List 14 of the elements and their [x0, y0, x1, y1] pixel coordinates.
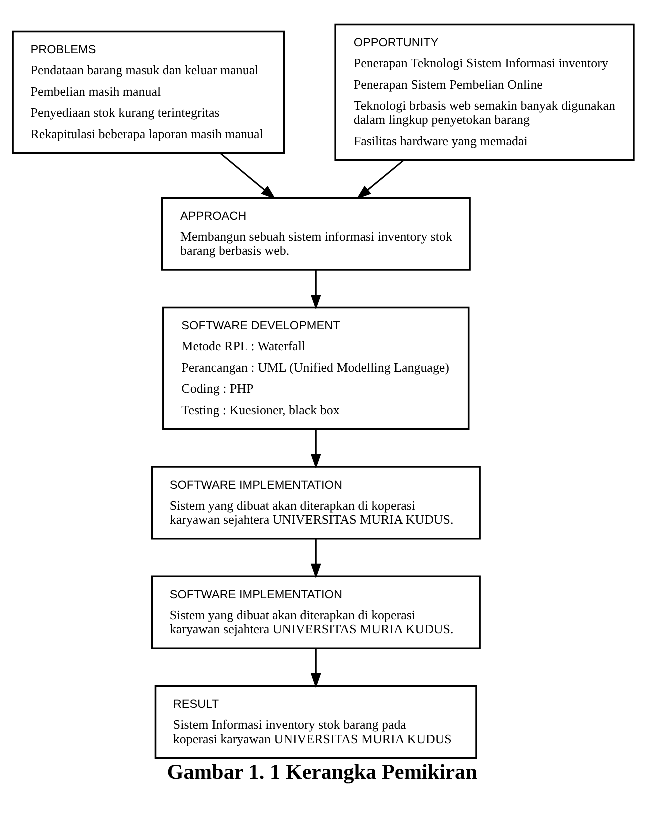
node-box: SOFTWARE IMPLEMENTATION Sistem yang dibuat akan diterapkan di koperasi karyawan sejahtera UNIVERSITAS MURIA KUDUS.: [151, 575, 481, 649]
arrow: [310, 429, 322, 468]
node-box: OPPORTUNITY Penerapan Teknologi Sistem Informasi inventory Penerapan Sistem Pembelian Online Teknologi brbasis web semakin banyak digunakan dalam lingkup penyetokan barang Fasilitas hardware yang memadai: [334, 23, 635, 161]
arrow: [356, 159, 404, 199]
node-box: SOFTWARE IMPLEMENTATION Sistem yang dibuat akan diterapkan di koperasi karyawan sejahtera UNIVERSITAS MURIA KUDUS.: [151, 466, 481, 540]
arrow: [310, 538, 322, 578]
node-box: RESULT Sistem Informasi inventory stok barang pada koperasi karyawan UNIVERSITAS MURIA KUDUS: [154, 684, 478, 759]
caption: Gambar 1. 1 Kerangka Pemikiran: [167, 759, 478, 784]
node-box: PROBLEMS Pendataan barang masuk dan keluar manual Pembelian masih manual Penyediaan stok kurang terintegritas Rekapitulasi beberapa laporan masih manual: [12, 30, 286, 154]
node-box: APPROACH Membangun sebuah sistem informasi inventory stok barang berbasis web.: [161, 196, 471, 270]
arrow: [310, 648, 322, 688]
arrow: [310, 270, 322, 310]
arrow: [220, 152, 276, 199]
node-box: SOFTWARE DEVELOPMENT Metode RPL : Waterfall Perancangan : UML (Unified Modelling Language) Coding : PHP Testing : Kuesioner, black box: [162, 306, 470, 430]
